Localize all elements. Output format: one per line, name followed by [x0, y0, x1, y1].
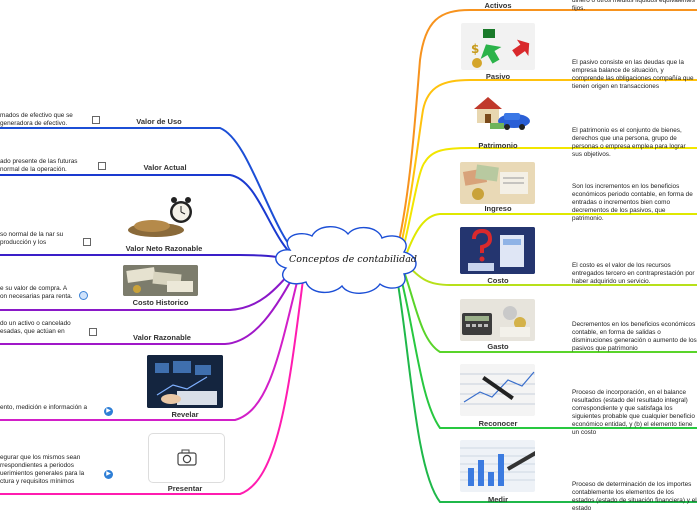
- branch-ingreso: [404, 213, 697, 259]
- gasto-image: [460, 299, 535, 341]
- node-costo[interactable]: Costo: [487, 276, 509, 285]
- globe-icon[interactable]: [79, 291, 88, 300]
- presentar-image-placeholder[interactable]: [148, 433, 225, 483]
- link-icon[interactable]: [83, 238, 91, 246]
- desc-revelar: ento, medición e información a: [0, 404, 88, 411]
- node-medir[interactable]: Medir: [487, 495, 508, 504]
- desc-reconocer: Proceso de incorporación, en el balance …: [572, 389, 695, 436]
- desc-presentar: egurar que los mismos sean rrespondiente…: [0, 454, 85, 485]
- svg-text:$: $: [471, 42, 479, 56]
- desc-gasto: Decrementos en los beneficios económicos…: [572, 321, 697, 352]
- desc-medir: Proceso de determinación de los importes…: [572, 481, 697, 512]
- node-valor-actual[interactable]: Valor Actual: [143, 163, 187, 172]
- node-valor-neto-razonable[interactable]: Valor Neto Razonable: [125, 244, 203, 253]
- costo-image: [460, 227, 535, 274]
- node-patrimonio[interactable]: Patrimonio: [478, 141, 518, 150]
- pasivo-image: $: [461, 23, 535, 70]
- desc-activos: dinero o otros medios líquidos equivalen…: [572, 0, 695, 11]
- audio-icon[interactable]: ▶: [104, 407, 113, 416]
- desc-valor-razonable: do un activo o cancelado esadas, que act…: [0, 320, 71, 335]
- desc-ingreso: Son los incrementos en los beneficios ec…: [572, 183, 693, 222]
- node-gasto[interactable]: Gasto: [487, 342, 509, 351]
- node-revelar[interactable]: Revelar: [171, 410, 199, 419]
- camera-icon: [177, 449, 197, 466]
- link-icon[interactable]: [92, 116, 100, 124]
- desc-pasivo: El pasivo consiste en las deudas que la …: [572, 59, 694, 90]
- branch-pasivo: [397, 79, 697, 259]
- audio-icon[interactable]: ▶: [104, 470, 113, 479]
- node-presentar[interactable]: Presentar: [167, 484, 203, 493]
- branch-activos: [394, 9, 697, 259]
- revelar-image: [147, 355, 223, 408]
- node-reconocer[interactable]: Reconocer: [478, 419, 518, 428]
- desc-costo: El costo es el valor de los recursos ent…: [572, 262, 695, 285]
- desc-valor-actual: ado presente de las futuras normal de la…: [0, 158, 78, 173]
- node-costo-historico[interactable]: Costo Historico: [132, 298, 189, 307]
- medir-image: [460, 440, 535, 492]
- branch-presentar: [0, 271, 305, 495]
- patrimonio-image: [470, 93, 532, 133]
- branch-gasto: [401, 265, 697, 353]
- reconocer-image: [460, 364, 535, 416]
- branch-valor-neto: [0, 254, 297, 263]
- ingreso-image: [460, 162, 535, 204]
- central-topic[interactable]: Conceptos de contabilidad: [289, 254, 417, 265]
- node-valor-razonable[interactable]: Valor Razonable: [133, 333, 191, 342]
- branch-patrimonio: [400, 147, 697, 259]
- branch-revelar: [0, 269, 301, 421]
- branch-medir: [395, 271, 697, 503]
- node-pasivo[interactable]: Pasivo: [485, 72, 511, 81]
- node-activos[interactable]: Activos: [484, 1, 512, 10]
- branch-reconocer: [398, 269, 697, 429]
- node-valor-de-uso[interactable]: Valor de Uso: [136, 117, 182, 126]
- link-icon[interactable]: [98, 162, 106, 170]
- desc-valor-neto-razonable: so normal de la nar su producción y los: [0, 231, 64, 246]
- node-ingreso[interactable]: Ingreso: [484, 204, 512, 213]
- desc-costo-historico: e su valor de compra. A on necesarias pa…: [0, 285, 73, 300]
- desc-valor-de-uso: mados de efectivo que se generadora de e…: [0, 112, 73, 127]
- link-icon[interactable]: [89, 328, 97, 336]
- costo-historico-image: [123, 265, 198, 296]
- valor-neto-image: [126, 196, 202, 238]
- center-cloud: [275, 226, 417, 294]
- desc-patrimonio: El patrimonio es el conjunto de bienes, …: [572, 127, 686, 158]
